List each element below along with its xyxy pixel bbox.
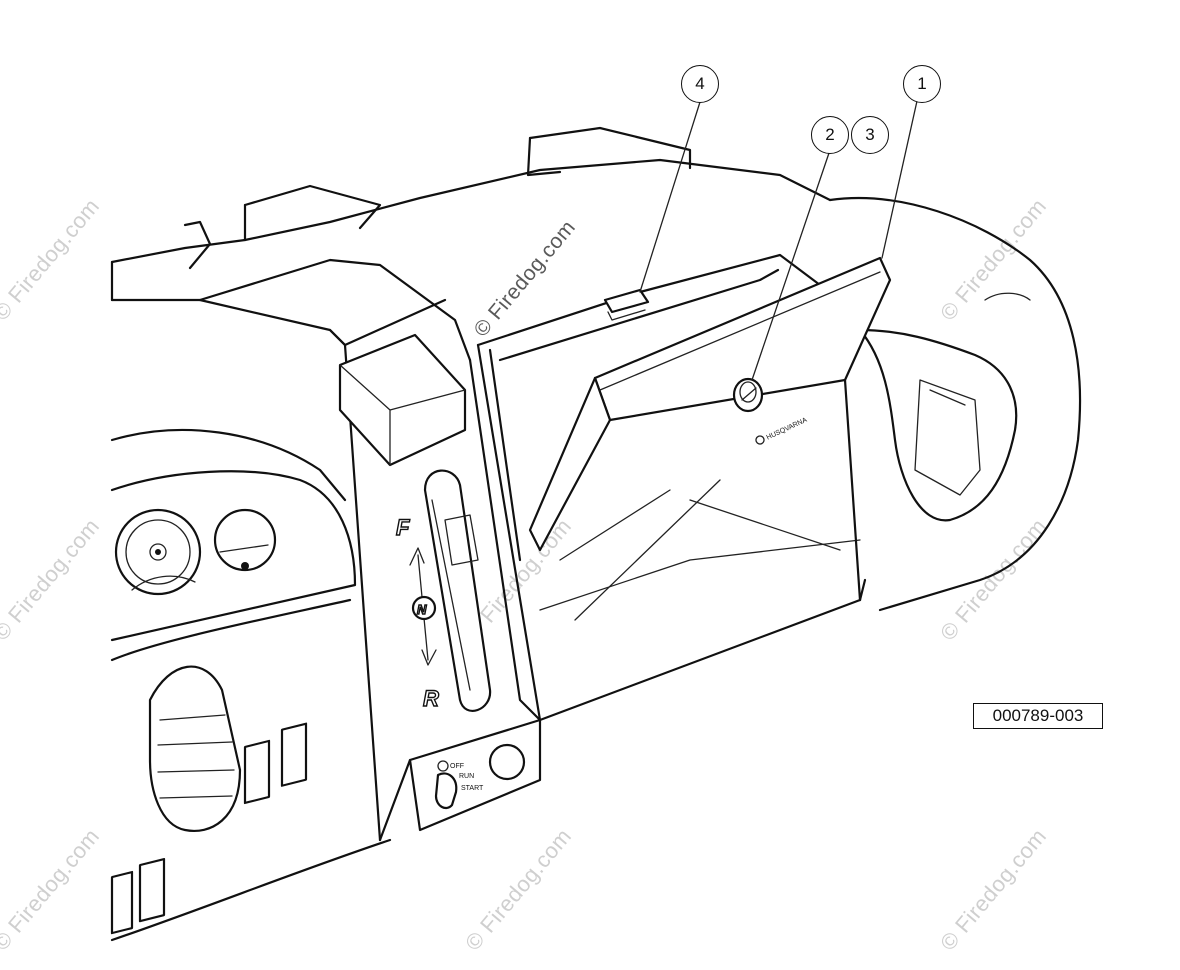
shift-forward-label: F <box>396 515 410 540</box>
leader-line-1 <box>881 100 918 259</box>
callout-4: 4 <box>681 65 719 103</box>
ignition-start-label: START <box>461 785 484 792</box>
callout-2: 2 <box>811 116 849 154</box>
shift-reverse-label: R <box>423 686 439 711</box>
callout-1: 1 <box>903 65 941 103</box>
callout-3: 3 <box>851 116 889 154</box>
shift-neutral-label: N <box>417 602 427 617</box>
brand-badge: HUSQVARNA <box>765 417 808 442</box>
ignition-off-label: OFF <box>450 763 464 770</box>
part-number-label: 000789-003 <box>973 703 1103 729</box>
ignition-run-label: RUN <box>459 773 474 780</box>
leader-line-2 <box>751 152 830 381</box>
leader-line-4 <box>639 101 701 293</box>
